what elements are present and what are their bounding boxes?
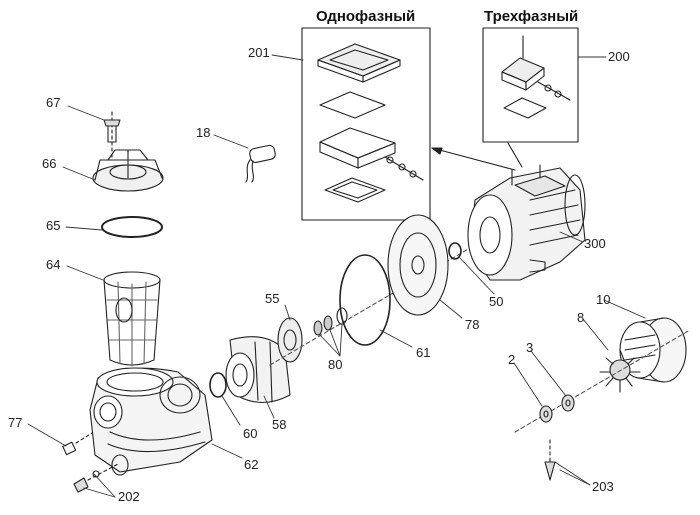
- three-phase-terminal-box: [501, 35, 571, 119]
- callout-80: 80: [328, 357, 343, 372]
- single-phase-terminal-box: [317, 43, 424, 203]
- capacitor: [245, 144, 276, 183]
- three-phase-box: [482, 27, 579, 143]
- callout-10: 10: [596, 292, 611, 307]
- motor: [467, 164, 586, 281]
- callout-64: 64: [46, 257, 61, 272]
- callout-202: 202: [118, 489, 140, 504]
- impeller: [277, 317, 303, 363]
- callout-61: 61: [416, 345, 431, 360]
- header-three-phase: Трехфазный: [484, 8, 579, 25]
- callout-300: 300: [584, 236, 606, 251]
- single-phase-box: [301, 27, 431, 221]
- callout-8: 8: [577, 310, 585, 325]
- callout-60: 60: [243, 426, 258, 441]
- fan: [599, 349, 641, 393]
- shaft-seal: [448, 242, 462, 260]
- callout-62: 62: [244, 457, 259, 472]
- callout-78: 78: [465, 317, 480, 332]
- leader-lines: [27, 54, 646, 498]
- callout-203: 203: [592, 479, 614, 494]
- pump-housing: [89, 367, 213, 476]
- callout-67: 67: [46, 95, 61, 110]
- callout-66: 66: [42, 156, 57, 171]
- seal-plate: [387, 214, 449, 316]
- callout-18: 18: [196, 125, 211, 140]
- strainer-basket: [103, 271, 161, 367]
- callout-200: 200: [608, 49, 630, 64]
- lid-knob: [103, 111, 121, 161]
- gasket: [339, 254, 391, 346]
- callout-50: 50: [489, 294, 504, 309]
- header-single-phase: Однофазный: [316, 8, 416, 25]
- diffuser: [209, 336, 291, 404]
- callout-65: 65: [46, 218, 61, 233]
- callout-77: 77: [8, 415, 23, 430]
- callout-58: 58: [272, 417, 287, 432]
- lid-o-ring: [101, 216, 163, 238]
- fan-cover: [619, 317, 687, 383]
- screws: [544, 439, 556, 481]
- callout-2: 2: [508, 352, 516, 367]
- callout-55: 55: [265, 291, 280, 306]
- callout-201: 201: [248, 45, 270, 60]
- callout-3: 3: [526, 340, 534, 355]
- bearings: [514, 329, 691, 433]
- strainer-lid: [92, 149, 164, 192]
